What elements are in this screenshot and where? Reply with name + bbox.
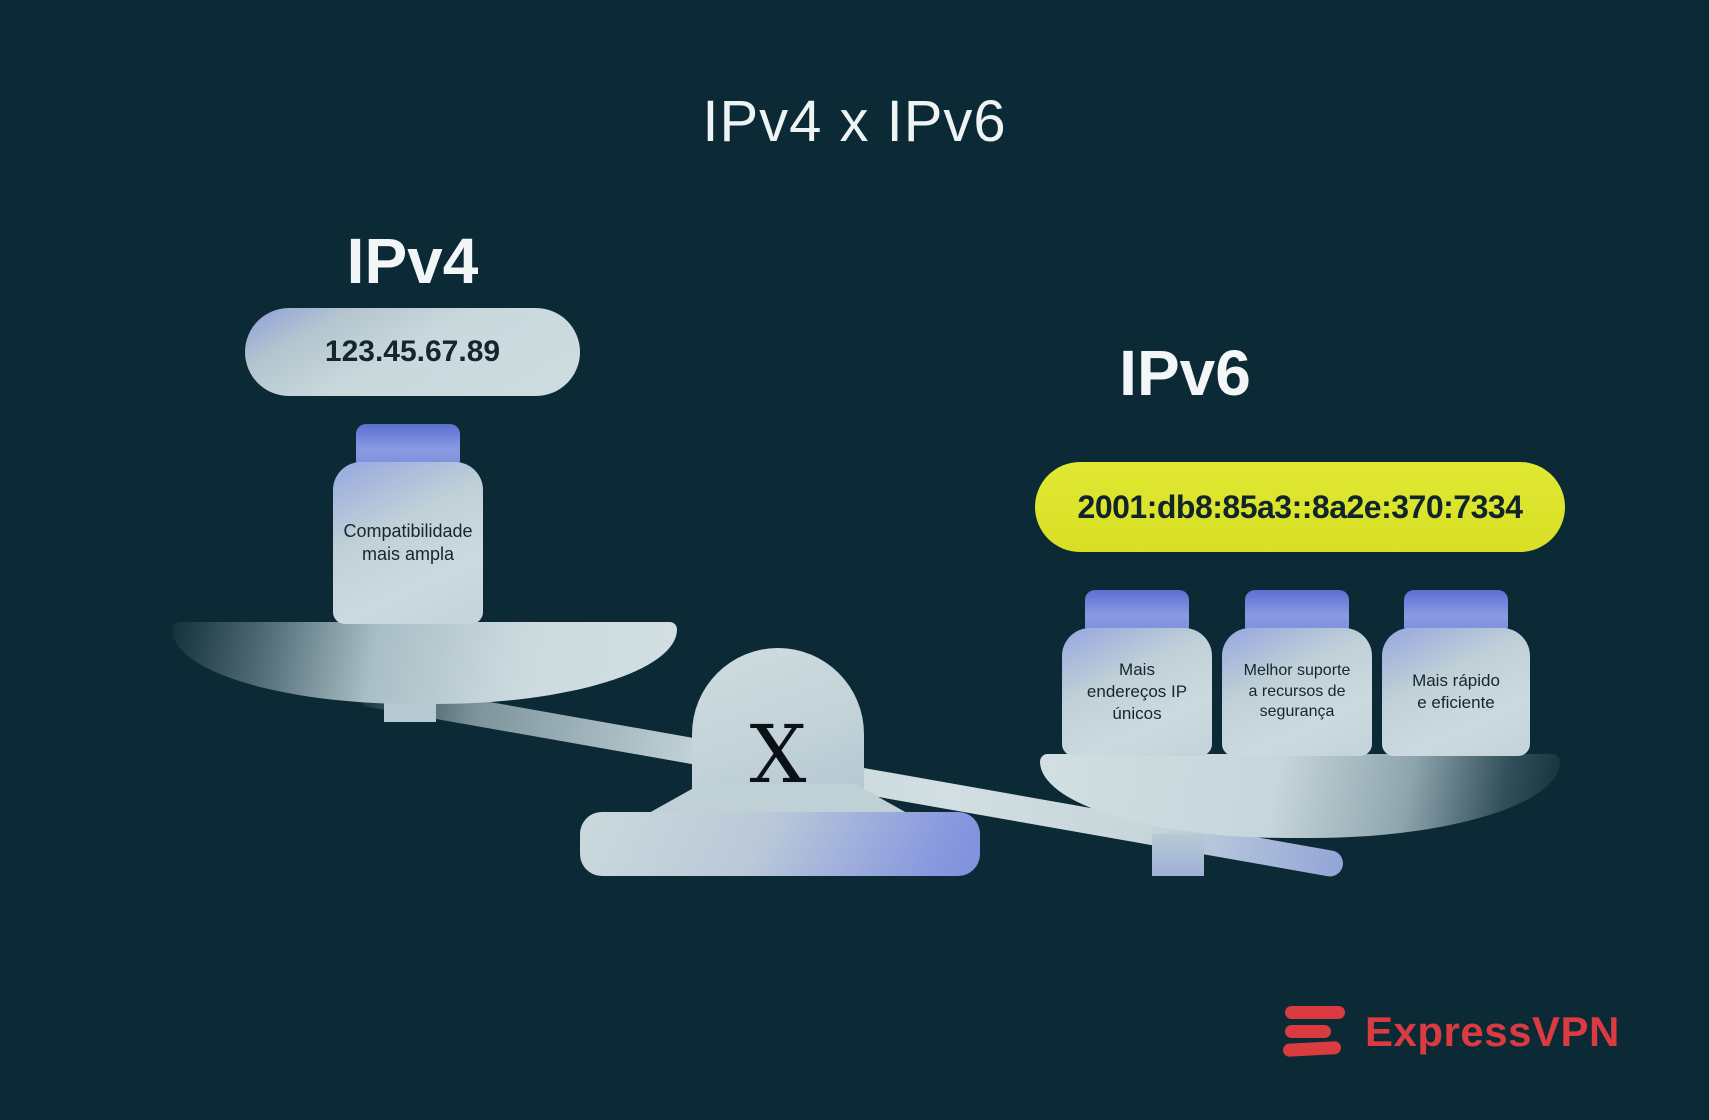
ipv6-weight-3: Mais rápido e eficiente [1382,590,1530,756]
expressvpn-icon [1283,1004,1347,1060]
page-title: IPv4 x IPv6 [702,89,1007,154]
ipv6-heading: IPv6 [1119,337,1251,409]
fulcrum-x-label: X [749,708,807,801]
ipv6-weight-2-label: Melhor suporte a recursos de segurança [1243,661,1351,721]
ipv6-address-text: 2001:db8:85a3::8a2e:370:7334 [1077,488,1523,525]
ipv6-weight-1-label: Mais endereços IP únicos [1086,659,1188,724]
ipv6-weight-1: Mais endereços IP únicos [1062,590,1212,756]
ipv4-heading: IPv4 [346,225,479,297]
ipv4-weight-label: Compatibilidade mais ampla [343,520,473,564]
ipv4-address-text: 123.45.67.89 [324,335,501,368]
ipv4-address-pill: 123.45.67.89 [245,308,580,396]
ipv6-weight-2: Melhor suporte a recursos de segurança [1222,590,1372,756]
weight-body: Mais rápido e eficiente [1382,628,1530,756]
ipv6-weight-3-label: Mais rápido e eficiente [1412,670,1500,712]
ipv6-address-pill: 2001:db8:85a3::8a2e:370:7334 [1035,462,1565,552]
right-pan-stem [1152,834,1204,876]
weight-body: Compatibilidade mais ampla [333,462,483,624]
brand-wordmark: ExpressVPN [1365,1008,1620,1055]
weight-body: Melhor suporte a recursos de segurança [1222,628,1372,756]
left-scale-pan [172,622,677,704]
fulcrum-base [580,812,980,876]
brand-logo: ExpressVPN [1283,1000,1620,1064]
weight-body: Mais endereços IP únicos [1062,628,1212,756]
ipv4-weight: Compatibilidade mais ampla [333,424,483,624]
